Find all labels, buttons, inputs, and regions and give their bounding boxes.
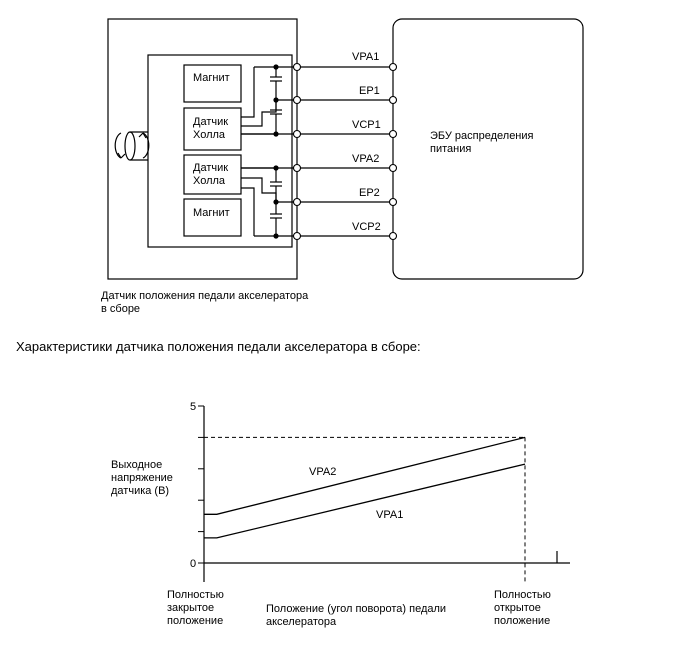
- hall-sensor-2-label-line1: Датчик: [193, 162, 228, 174]
- series-label-vpa2: VPA2: [309, 466, 336, 478]
- magnet-bottom-box: [183, 198, 242, 237]
- magnet-bottom-label: Магнит: [193, 207, 230, 219]
- x-start-label-line1: Полностью: [167, 589, 224, 601]
- series-line-vpa2: [204, 436, 526, 515]
- ecu-box: [392, 18, 584, 280]
- signal-label-vcp2: VCP2: [352, 221, 381, 233]
- characteristics-heading: Характеристики датчика положения педали …: [16, 339, 421, 354]
- magnet-top-label: Магнит: [193, 72, 230, 84]
- connector-terminals: [292, 62, 398, 241]
- sensor-housing: [107, 18, 298, 280]
- y-tick-label-0: 0: [190, 558, 196, 570]
- ecu-label-line1: ЭБУ распределения: [430, 130, 534, 142]
- hall-sensor-1-label-line1: Датчик: [193, 116, 228, 128]
- hall-sensor-2-label-line2: Холла: [193, 175, 226, 187]
- magnet-top-box: [183, 64, 242, 103]
- hall-sensor-1-label-line2: Холла: [193, 129, 226, 141]
- signal-label-ep1: EP1: [359, 85, 380, 97]
- x-axis-label-line2: акселератора: [266, 616, 337, 628]
- y-axis-label-line3: датчика (В): [111, 485, 169, 497]
- hall-sensor-2-box: [183, 154, 242, 195]
- series-line-vpa1: [204, 463, 526, 539]
- x-start-label-line2: закрытое: [167, 602, 214, 614]
- signal-label-vcp1: VCP1: [352, 119, 381, 131]
- sensor-assembly-label-line1: Датчик положения педали акселератора: [101, 290, 309, 302]
- y-tick-label-5: 5: [190, 401, 196, 413]
- junction-dots: [273, 64, 279, 239]
- signal-label-vpa2: VPA2: [352, 153, 379, 165]
- sensor-schematic: [107, 18, 584, 280]
- signal-label-ep2: EP2: [359, 187, 380, 199]
- x-start-label-line3: положение: [167, 615, 223, 627]
- y-axis-label-line2: напряжение: [111, 472, 173, 484]
- rotation-shaft-icon: [114, 131, 150, 161]
- series-label-vpa1: VPA1: [376, 509, 403, 521]
- x-end-label-line3: положение: [494, 615, 550, 627]
- x-axis-label-line1: Положение (угол поворота) педали: [266, 603, 446, 615]
- x-end-label-line2: открытое: [494, 602, 541, 614]
- sensor-assembly-label-line2: в сборе: [101, 303, 140, 315]
- x-end-label-line1: Полностью: [494, 589, 551, 601]
- ecu-label-line2: питания: [430, 143, 471, 155]
- signal-label-vpa1: VPA1: [352, 51, 379, 63]
- hall-sensor-1-box: [183, 107, 242, 151]
- y-axis-label-line1: Выходное: [111, 459, 162, 471]
